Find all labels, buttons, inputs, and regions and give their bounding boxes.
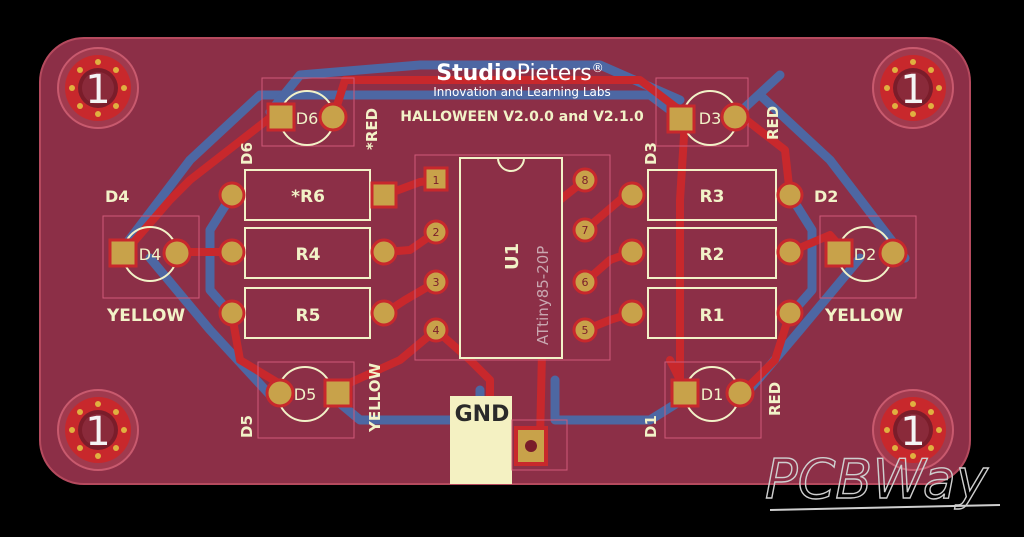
brand-logo: StudioPieters® Innovation and Learning L… [433,61,611,99]
led-d4: D4 D4 YELLOW [102,187,200,326]
resistor-label: R2 [700,245,725,265]
gnd-label: GND [455,402,510,427]
ic-pin-number: 3 [433,276,440,289]
led-color-label: RED [764,106,782,140]
ic-pin-number: 8 [582,174,589,187]
mount-hole-bottom-right: 1 [872,389,954,471]
led-color-label: YELLOW [824,306,903,326]
ic-pin-number: 6 [582,276,589,289]
brand-regular: Pieters [517,61,592,86]
svg-text:StudioPieters®: StudioPieters® [436,61,604,86]
resistor-r1: R1 [618,287,804,339]
led-pad-ref: D4 [139,245,162,264]
led-ref-label: D4 [105,187,129,206]
brand-tagline: Innovation and Learning Labs [433,85,611,99]
led-ref-label: D3 [642,142,660,165]
led-pad-ref: D3 [699,109,722,128]
ic-pin-number: 4 [433,324,440,337]
led-d3: D3 D3 RED [642,77,782,165]
brand-mark: ® [592,61,604,75]
led-color-label: RED [766,382,784,416]
resistor-label: R5 [296,306,321,326]
gnd-connector: GND [450,396,568,484]
pcbway-watermark: PCBWay [764,447,1001,512]
ic-pin-number: 7 [582,224,589,237]
led-d5: D5 D5 YELLOW [238,361,384,439]
ic-pin-number: 2 [433,226,440,239]
ic-ref: U1 [502,243,523,270]
resistor-label: *R6 [291,187,325,207]
led-ref-label: D5 [238,415,256,438]
resistor-label: R3 [700,187,725,207]
led-ref-label: D2 [814,187,838,206]
led-d6: D6 D6 *RED [238,77,381,165]
led-d2: D2 D2 YELLOW [814,187,917,326]
ic-part-number: ATtiny85-20P [534,246,552,345]
ic-pin-number: 1 [433,174,440,187]
mount-hole-label: 1 [900,67,925,113]
mount-hole-label: 1 [900,409,925,455]
resistor-label: R4 [296,245,321,265]
resistor-r5: R5 [218,287,398,339]
mount-hole-bottom-left: 1 [57,389,139,471]
ic-pin-number: 5 [582,324,589,337]
led-pad-ref: D2 [854,245,877,264]
resistor-r2: R2 [618,227,804,279]
mount-hole-label: 1 [85,409,110,455]
resistor-label: R1 [700,306,725,326]
led-d1: D1 D1 RED [642,361,784,439]
mount-hole-top-left: 1 [57,47,139,129]
led-pad-ref: D6 [296,109,319,128]
resistor-r6: *R6 [218,169,398,221]
ic-right-pins: 8 7 6 5 [572,167,598,343]
led-color-label: YELLOW [366,363,384,433]
led-color-label: *RED [363,108,381,150]
brand-bold: Studio [436,61,516,86]
led-ref-label: D1 [642,415,660,438]
led-pad-ref: D5 [294,385,317,404]
led-ref-label: D6 [238,142,256,165]
resistor-r3: R3 [618,169,804,221]
mount-hole-top-right: 1 [872,47,954,129]
mounting-holes: 1 1 1 [57,47,954,471]
mount-hole-label: 1 [85,67,110,113]
resistor-r4: R4 [218,227,398,279]
led-pad-ref: D1 [701,385,724,404]
led-footprints: D6 D6 *RED D3 D3 RED D4 D4 YELLOW [102,77,917,439]
watermark-text: PCBWay [765,448,989,511]
ic-left-pins: 1 2 3 4 [423,166,449,343]
ic-u1: U1 ATtiny85-20P 1 2 3 4 8 7 6 5 [414,154,611,361]
board-title: HALLOWEEN V2.0.0 and V2.1.0 [400,109,644,125]
resistor-footprints: *R6 R4 R5 R3 R2 [218,169,804,339]
led-color-label: YELLOW [106,306,185,326]
